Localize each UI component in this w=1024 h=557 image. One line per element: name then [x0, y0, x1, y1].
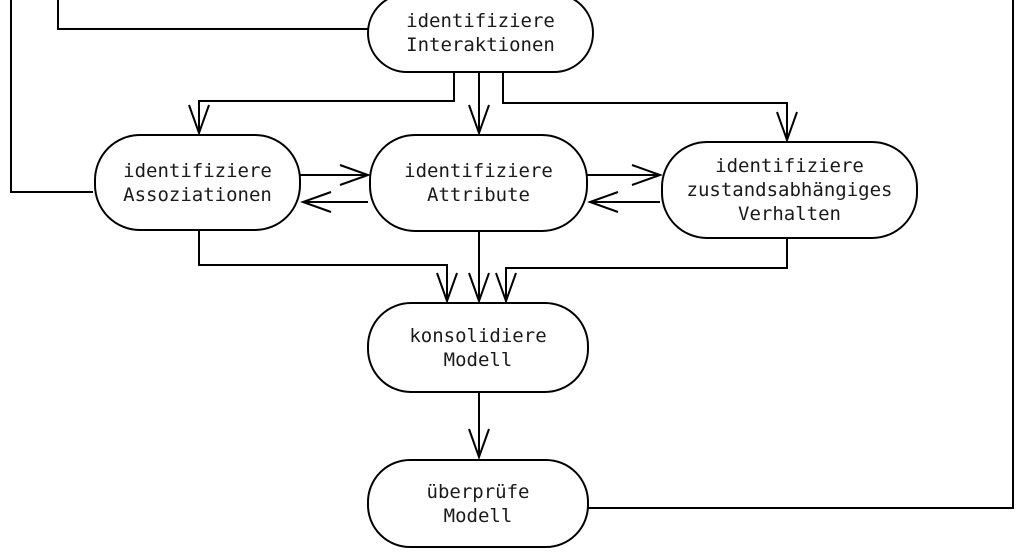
connector-state-behavior-to-consolidate	[495, 239, 788, 304]
connector-feedback-to-associations	[10, 0, 93, 193]
connector-associations-to-consolidate	[198, 231, 458, 304]
connector-feedback-to-interactions	[57, 0, 368, 30]
node-consolidate-model: konsolidiere Modell	[367, 302, 589, 393]
node-identify-state-behavior: identifiziere zustandsabhängiges Verhalt…	[661, 141, 918, 239]
node-identify-associations: identifiziere Assoziationen	[94, 134, 301, 231]
connector-interactions-to-state-behavior	[502, 73, 798, 143]
node-identify-interactions: identifiziere Interaktionen	[367, 0, 594, 73]
node-identify-attributes: identifiziere Attribute	[369, 134, 588, 232]
connector-interactions-to-associations	[188, 73, 455, 136]
node-identify-attributes-label: identifiziere Attribute	[404, 160, 553, 206]
node-identify-interactions-label: identifiziere Interaktionen	[406, 10, 555, 56]
node-consolidate-model-label: konsolidiere Modell	[409, 324, 547, 371]
node-identify-state-behavior-label: identifiziere zustandsabhängiges Verhalt…	[686, 155, 893, 225]
node-identify-associations-label: identifiziere Assoziationen	[123, 159, 272, 206]
connector-verify-feedback-loop	[588, 0, 1014, 509]
node-verify-model: überprüfe Modell	[367, 459, 589, 548]
node-verify-model-label: überprüfe Modell	[426, 480, 530, 527]
